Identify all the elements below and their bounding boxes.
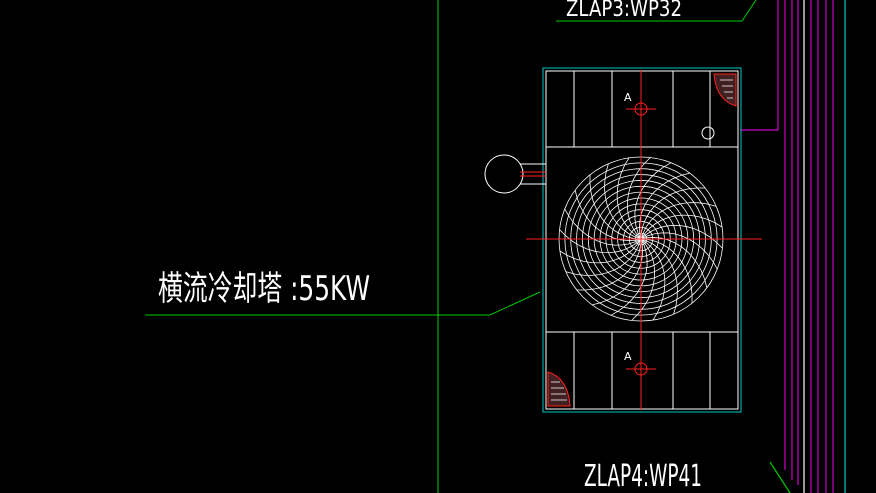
fan-spoke bbox=[640, 224, 723, 249]
inlet-circle bbox=[701, 126, 715, 140]
fan-spoke bbox=[640, 187, 706, 240]
conduit-bundle bbox=[740, 0, 846, 493]
fan-spoke bbox=[574, 189, 642, 241]
nozzle-bottom bbox=[634, 362, 648, 376]
fan-spoke bbox=[591, 238, 643, 306]
fan-spoke bbox=[634, 162, 672, 240]
fan-spoke bbox=[626, 157, 651, 240]
fan-spoke bbox=[589, 174, 642, 240]
tower-outline bbox=[545, 70, 739, 410]
inlet-pipe bbox=[484, 154, 546, 194]
bottom-tag-label: ZLAP4:WP41 bbox=[584, 459, 702, 493]
fan-spoke bbox=[640, 237, 708, 289]
fan-spoke bbox=[565, 238, 642, 276]
fan-spoke bbox=[559, 229, 642, 254]
centerlines bbox=[526, 70, 762, 410]
fan-spoke bbox=[610, 238, 648, 316]
tower-label: 横流冷却塔 :55KW bbox=[158, 269, 370, 309]
top-fill-section bbox=[573, 71, 711, 147]
fan-spoke bbox=[616, 157, 642, 240]
tower-label-leader bbox=[145, 291, 541, 316]
marker-bottom: A bbox=[624, 350, 632, 363]
bottom-fill-section bbox=[573, 332, 711, 409]
fan-spoke bbox=[640, 232, 718, 270]
fan-spoke bbox=[640, 214, 723, 240]
hatch-top-right bbox=[713, 73, 737, 107]
fan-spoke bbox=[640, 202, 717, 240]
marker-top: A bbox=[624, 91, 632, 104]
tower-offset-outline bbox=[542, 67, 742, 413]
fan-spoke bbox=[640, 238, 678, 315]
fan-spoke bbox=[639, 172, 691, 240]
fan-spoke bbox=[559, 238, 642, 264]
fan-spoke bbox=[576, 238, 642, 291]
fan-spoke bbox=[631, 238, 656, 321]
nozzle-top bbox=[634, 102, 648, 116]
fan-spoke bbox=[640, 238, 666, 321]
top-tag-label: ZLAP3:WP32 bbox=[566, 0, 682, 22]
cooling-tower: A A bbox=[484, 67, 762, 413]
fan-spoke bbox=[564, 208, 642, 246]
fan-spoke bbox=[604, 163, 642, 240]
hatch-bottom-left bbox=[547, 371, 571, 407]
fan-spoke bbox=[640, 238, 693, 304]
top-tag-leader bbox=[556, 0, 757, 22]
